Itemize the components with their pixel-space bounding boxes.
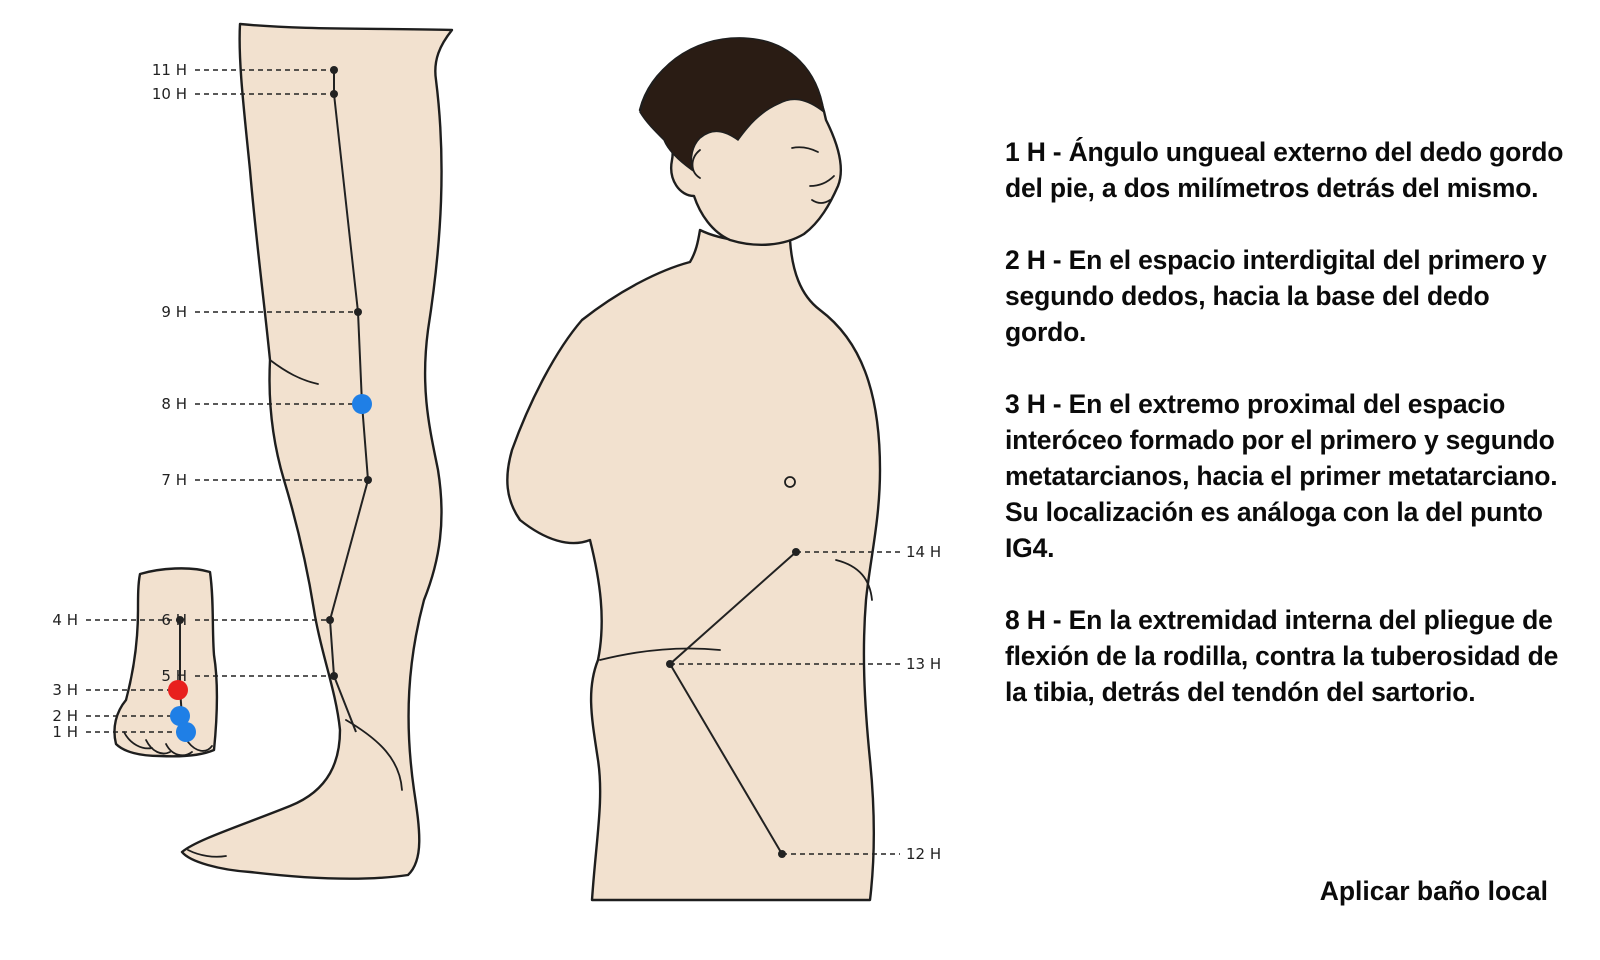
point-2-h — [170, 706, 190, 726]
point-9-h — [354, 308, 362, 316]
label-7-h: 7 H — [161, 471, 187, 489]
label-2-h: 2 H — [52, 707, 78, 725]
point-1-h — [176, 722, 196, 742]
point-8-h — [352, 394, 372, 414]
label-13-h: 13 H — [906, 655, 941, 673]
description-8h: 8 H - En la extremidad interna del plieg… — [1005, 605, 1559, 707]
point-6-h — [326, 616, 334, 624]
acupuncture-figure: 11 H10 H9 H8 H7 H6 H5 H4 H3 H2 H1 H14 H1… — [52, 22, 941, 902]
leg-meridian-line — [328, 70, 370, 733]
label-4-h: 4 H — [52, 611, 78, 629]
label-6-h: 6 H — [161, 611, 187, 629]
description-2h: 2 H - En el espacio interdigital del pri… — [1005, 245, 1547, 347]
leg-illustration — [180, 22, 454, 880]
point-14-h — [792, 548, 800, 556]
treatment-note: Aplicar baño local — [1319, 876, 1548, 906]
point-annotations: 11 H10 H9 H8 H7 H6 H5 H4 H3 H2 H1 H14 H1… — [52, 61, 941, 863]
torso-illustration — [506, 37, 882, 902]
label-1-h: 1 H — [52, 723, 78, 741]
point-13-h — [666, 660, 674, 668]
point-3-h — [168, 680, 188, 700]
label-3-h: 3 H — [52, 681, 78, 699]
label-8-h: 8 H — [161, 395, 187, 413]
description-1h: 1 H - Ángulo ungueal externo del dedo go… — [1005, 137, 1564, 203]
point-5-h — [330, 672, 338, 680]
description-list: 1 H - Ángulo ungueal externo del dedo go… — [1005, 134, 1565, 746]
point-4-h — [176, 616, 184, 624]
point-12-h — [778, 850, 786, 858]
label-12-h: 12 H — [906, 845, 941, 863]
label-14-h: 14 H — [906, 543, 941, 561]
description-3h: 3 H - En el extremo proximal del espacio… — [1005, 389, 1558, 563]
point-10-h — [330, 90, 338, 98]
foot-illustration — [113, 567, 219, 758]
label-10-h: 10 H — [152, 85, 187, 103]
point-7-h — [364, 476, 372, 484]
label-11-h: 11 H — [152, 61, 187, 79]
label-9-h: 9 H — [161, 303, 187, 321]
point-11-h — [330, 66, 338, 74]
